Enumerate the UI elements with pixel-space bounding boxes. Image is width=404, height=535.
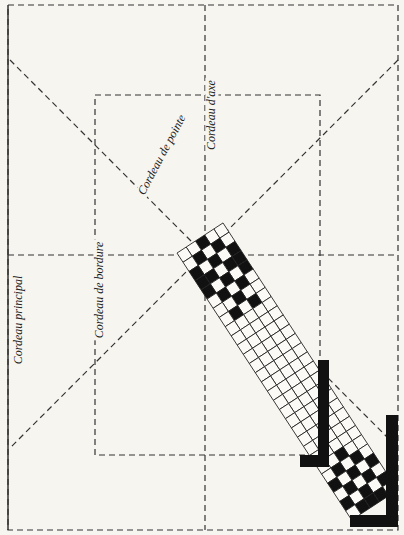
cord-lines bbox=[8, 5, 398, 530]
border-piece bbox=[300, 455, 329, 467]
border-piece bbox=[318, 360, 329, 460]
outer-cord bbox=[8, 5, 398, 530]
diagonal-cord bbox=[10, 60, 398, 448]
tile-strip bbox=[177, 223, 398, 520]
cord-label: Cordeau de bordure bbox=[93, 240, 106, 341]
cord-label: Cordeau principal bbox=[12, 274, 25, 367]
border-pieces bbox=[300, 360, 398, 527]
diagonal-cord bbox=[10, 60, 398, 448]
border-piece bbox=[350, 515, 398, 527]
cord-label: Cordeau d'axe bbox=[205, 78, 218, 152]
border-piece bbox=[386, 415, 398, 527]
edge-line bbox=[7, 5, 9, 530]
